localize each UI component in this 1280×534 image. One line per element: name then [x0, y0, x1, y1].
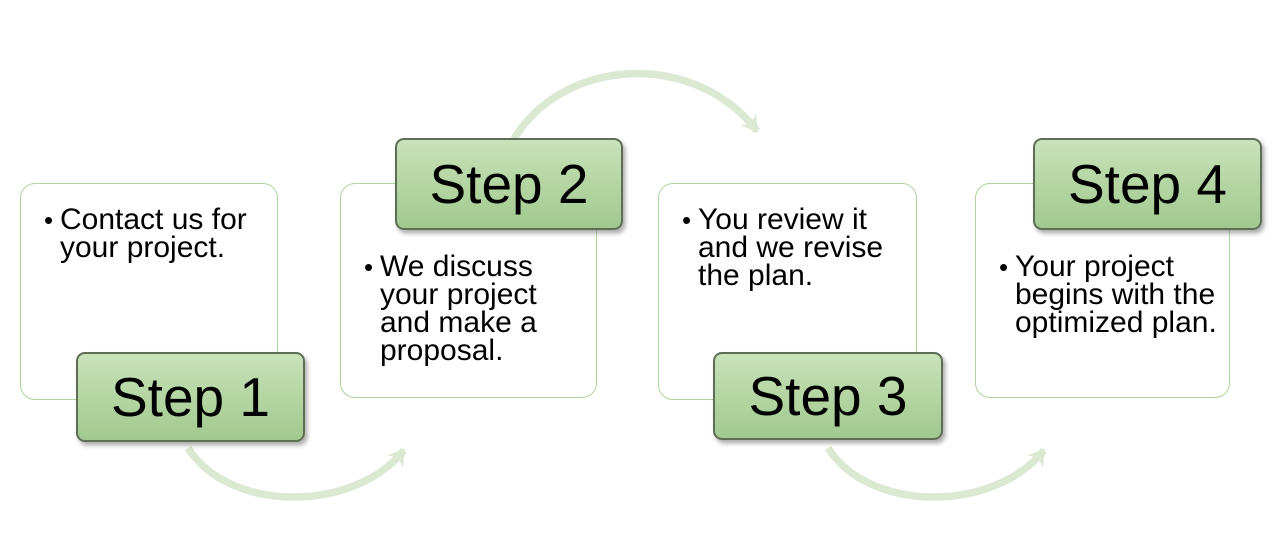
step-2-text-line: your project [380, 278, 537, 311]
bullet-icon: • [682, 205, 692, 235]
step-3-text-line: You review it [698, 203, 867, 236]
step-3-label: Step 3 [748, 365, 908, 427]
step-2-text-line: proposal. [380, 334, 504, 367]
step-1-card: • Contact us for your project. [20, 183, 278, 400]
arrow-step2-to-step3-icon [504, 69, 760, 152]
step-4-label: Step 4 [1067, 153, 1227, 215]
step-2-description: • We discuss your project and make a pro… [341, 184, 596, 367]
bullet-icon: • [44, 205, 54, 235]
step-1-text-line: Contact us for [60, 203, 247, 236]
bullet-icon: • [364, 252, 374, 282]
bullet-icon: • [999, 252, 1009, 282]
step-4-text-line: Your project [1015, 250, 1174, 283]
step-2-label: Step 2 [429, 153, 589, 215]
arrow-step3-to-step4-icon [824, 445, 1047, 501]
step-4-badge: Step 4 [1033, 138, 1262, 230]
step-1-label: Step 1 [110, 366, 270, 428]
step-3-description: • You review it and we revise the plan. [659, 184, 916, 292]
step-4-text-line: optimized plan. [1015, 306, 1217, 339]
step-3-text-line: and we revise [698, 231, 884, 264]
step-1-text-line: your project. [60, 231, 226, 264]
step-4-text-line: begins with the [1015, 278, 1216, 311]
step-3-badge: Step 3 [713, 352, 943, 440]
step-3-text-line: the plan. [698, 259, 814, 292]
arrow-step1-to-step2-icon [184, 445, 407, 501]
step-2-text-line: and make a [380, 306, 537, 339]
step-2-text-line: We discuss [380, 250, 533, 283]
step-4-description: • Your project begins with the optimized… [976, 184, 1229, 339]
step-2-badge: Step 2 [395, 138, 623, 230]
step-1-badge: Step 1 [76, 352, 305, 442]
step-1-description: • Contact us for your project. [21, 184, 277, 264]
